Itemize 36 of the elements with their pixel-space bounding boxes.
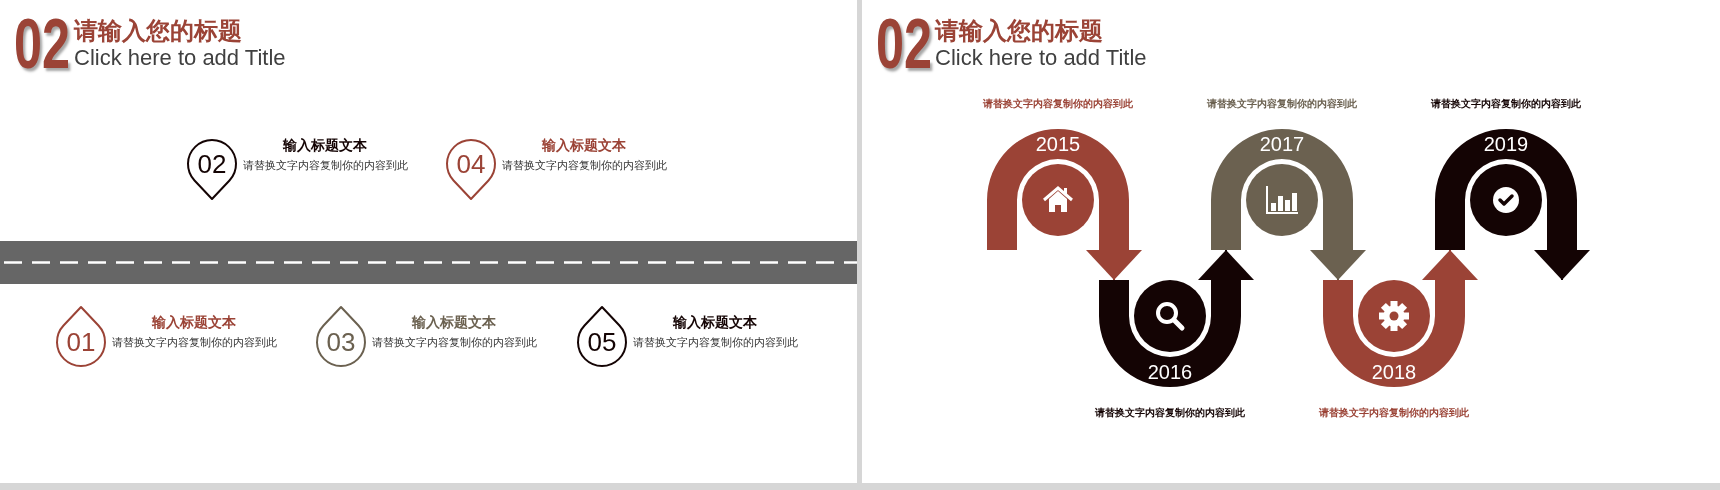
arrow: [1310, 249, 1366, 281]
section-number: 02: [876, 18, 933, 70]
step-description: 请替换文字内容复制你的内容到此: [501, 159, 667, 172]
year-label: 2018: [1371, 361, 1417, 383]
year-label: 2016: [1147, 361, 1193, 383]
caption-text: 请替换文字内容复制你的内容到此: [1319, 407, 1469, 419]
caption-text: 请替换文字内容复制你的内容到此: [1095, 407, 1245, 419]
slide-title: 请输入您的标题: [74, 18, 242, 44]
slide-title: 请输入您的标题: [935, 18, 1103, 44]
arrow: [1422, 249, 1478, 281]
step-description: 请替换文字内容复制你的内容到此: [371, 336, 537, 349]
step-number: 03: [326, 328, 356, 356]
caption-text: 请替换文字内容复制你的内容到此: [1431, 98, 1581, 110]
section-number: 02: [14, 18, 71, 70]
year-label: 2019: [1483, 133, 1529, 155]
slide-subtitle: Click here to add Title: [935, 46, 1147, 70]
arrow: [1086, 249, 1142, 281]
step-number: 02: [197, 150, 227, 178]
step-heading: 输入标题文本: [412, 314, 496, 330]
caption-text: 请替换文字内容复制你的内容到此: [1207, 98, 1357, 110]
caption-text: 请替换文字内容复制你的内容到此: [983, 98, 1133, 110]
step-description: 请替换文字内容复制你的内容到此: [632, 336, 798, 349]
arrow: [1198, 249, 1254, 281]
slide-subtitle: Click here to add Title: [74, 46, 286, 70]
step-heading: 输入标题文本: [283, 137, 367, 153]
step-number: 05: [587, 328, 617, 356]
year-label: 2015: [1035, 133, 1081, 155]
arrow: [1534, 249, 1590, 281]
step-number: 01: [66, 328, 96, 356]
step-heading: 输入标题文本: [673, 314, 757, 330]
step-description: 请替换文字内容复制你的内容到此: [242, 159, 408, 172]
year-label: 2017: [1259, 133, 1305, 155]
step-heading: 输入标题文本: [152, 314, 236, 330]
step-heading: 输入标题文本: [542, 137, 626, 153]
step-description: 请替换文字内容复制你的内容到此: [111, 336, 277, 349]
step-number: 04: [456, 150, 486, 178]
